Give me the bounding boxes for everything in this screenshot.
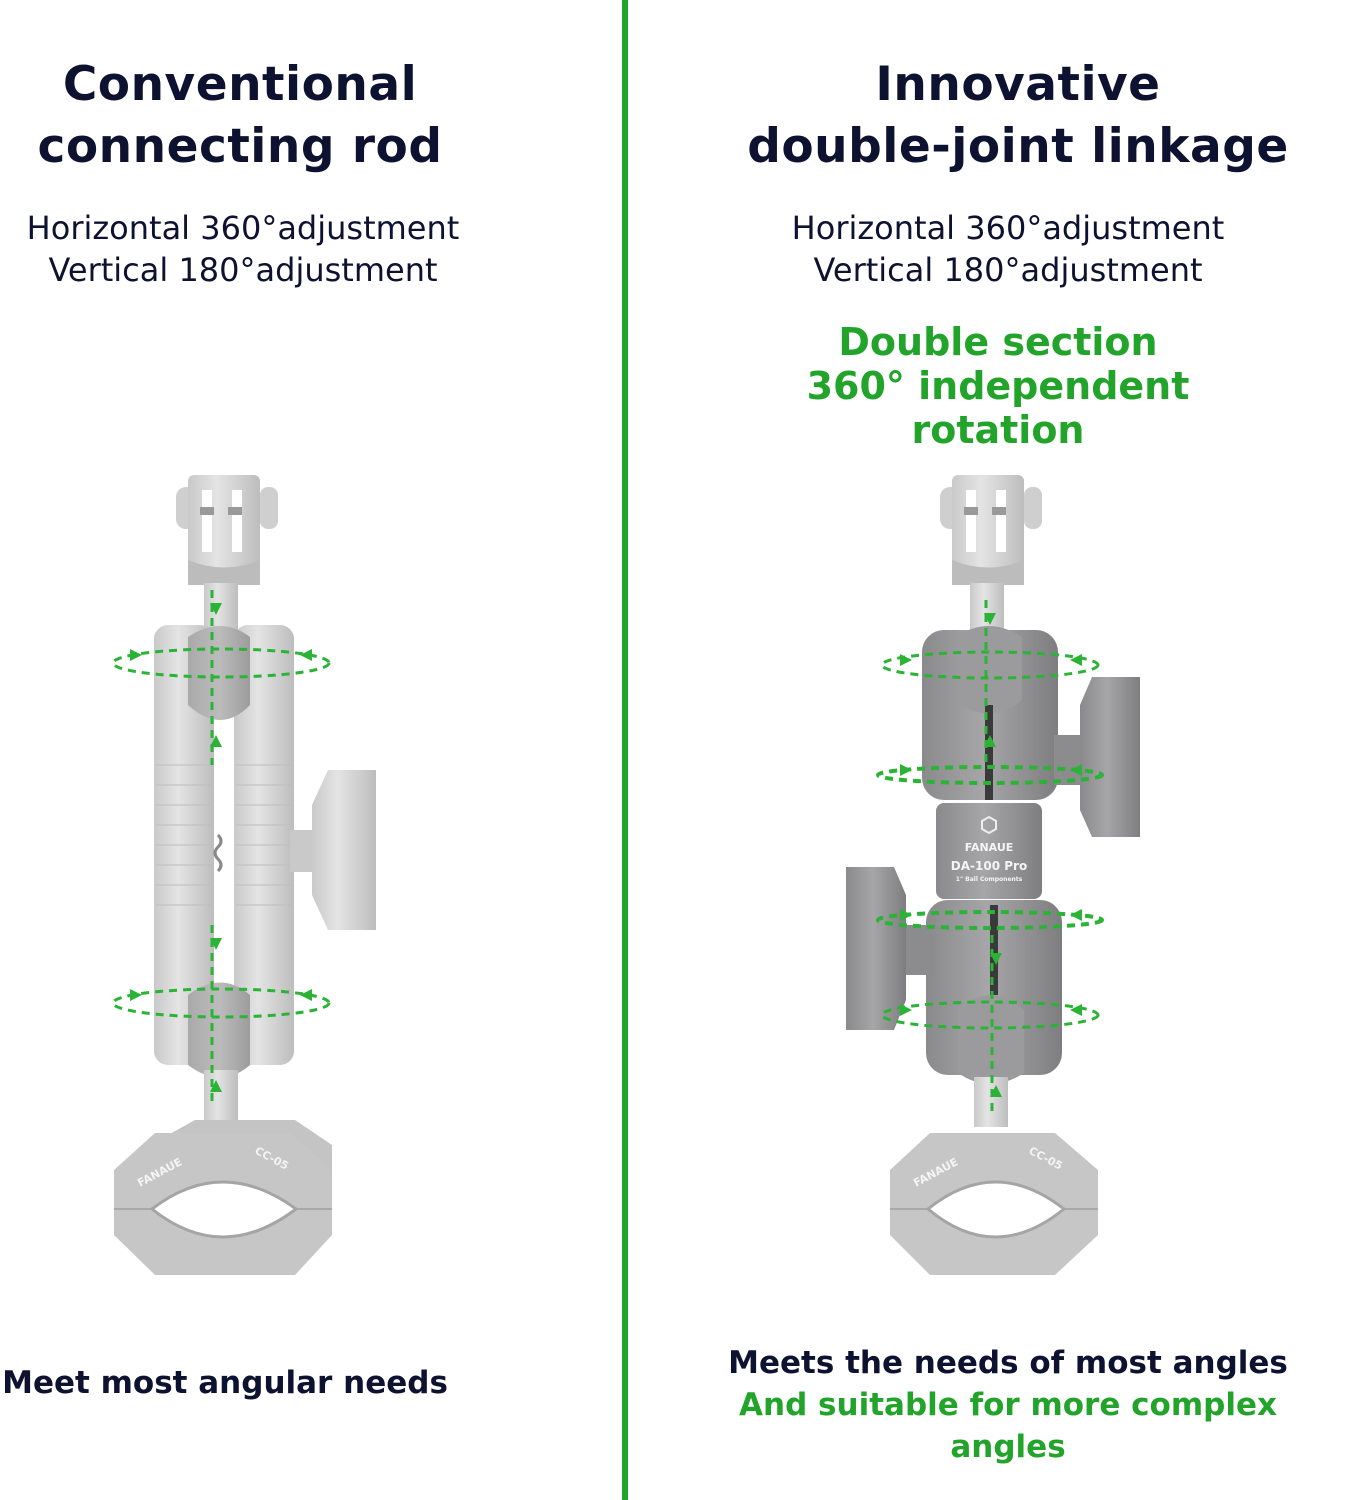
center-brand-label: FANAUE <box>965 841 1014 854</box>
handlebar-clamp: FANAUE CC-05 <box>890 1133 1098 1275</box>
double-joint-highlight: Double section 360° independent rotation <box>718 320 1278 452</box>
double-joint-panel: Innovative double-joint linkage Horizont… <box>628 0 1345 1500</box>
horizontal-rotation-lower <box>111 987 331 1019</box>
double-joint-specs: Horizontal 360°adjustment Vertical 180°a… <box>748 207 1268 291</box>
double-joint-title-line2: double-joint linkage <box>747 119 1289 174</box>
rotation-arrowheads <box>900 613 1082 1097</box>
horizontal-rotation-upper <box>111 647 331 679</box>
double-joint-title-line1: Innovative <box>875 57 1161 112</box>
double-joint-footer-line1: Meets the needs of most angles <box>728 1345 1288 1381</box>
double-joint-spec-vertical: Vertical 180°adjustment <box>813 251 1203 289</box>
conventional-panel: Conventional connecting rod Horizontal 3… <box>0 0 620 1500</box>
lower-stem <box>974 1077 1008 1127</box>
rotation-arrowheads <box>130 603 312 1092</box>
rotation-indicators <box>876 600 1104 1115</box>
conventional-footer: Meet most angular needs <box>2 1365 448 1401</box>
conventional-title-line1: Conventional <box>62 57 418 112</box>
tightening-knob <box>290 770 376 930</box>
gopro-mount-head <box>940 475 1042 585</box>
center-divider <box>622 0 628 1500</box>
horizontal-rotation-upper-section <box>876 765 1104 785</box>
conventional-title-line2: connecting rod <box>37 119 443 174</box>
horizontal-rotation-top <box>880 650 1100 680</box>
double-joint-spec-horizontal: Horizontal 360°adjustment <box>791 209 1225 247</box>
horizontal-rotation-lower-section <box>876 910 1104 930</box>
upper-tightening-knob <box>1054 677 1140 837</box>
lower-stem <box>204 1070 238 1125</box>
double-joint-mount-illustration: FANAUE DA-100 Pro 1" Ball Components FAN… <box>846 475 1140 1275</box>
double-joint-footer: Meets the needs of most angles And suita… <box>688 1342 1328 1468</box>
rotation-indicators <box>111 590 331 1105</box>
conventional-specs: Horizontal 360°adjustment Vertical 180°a… <box>0 207 486 291</box>
conventional-spec-horizontal: Horizontal 360°adjustment <box>26 209 460 247</box>
brand-logo-icon <box>981 815 997 835</box>
conventional-title: Conventional connecting rod <box>0 54 480 178</box>
double-joint-highlight-line2: 360° independent rotation <box>806 364 1190 452</box>
lower-ball-joint <box>926 900 1062 1084</box>
upper-ball-joint <box>922 626 1058 800</box>
horizontal-rotation-bottom <box>880 1000 1100 1030</box>
center-model-label: DA-100 Pro <box>951 859 1027 873</box>
gopro-mount-head <box>176 475 278 585</box>
center-caption-label: 1" Ball Components <box>956 876 1023 883</box>
double-joint-highlight-line1: Double section <box>838 320 1158 364</box>
double-joint-footer-line2: And suitable for more complex angles <box>739 1387 1277 1465</box>
lower-tightening-knob <box>846 867 932 1030</box>
double-joint-title: Innovative double-joint linkage <box>718 54 1318 178</box>
conventional-mount-illustration: FANAUE CC-05 <box>111 475 376 1275</box>
conventional-spec-vertical: Vertical 180°adjustment <box>48 251 438 289</box>
connecting-rod-arm <box>154 625 294 1078</box>
handlebar-clamp: FANAUE CC-05 <box>114 1120 332 1275</box>
center-body: FANAUE DA-100 Pro 1" Ball Components <box>936 803 1042 899</box>
